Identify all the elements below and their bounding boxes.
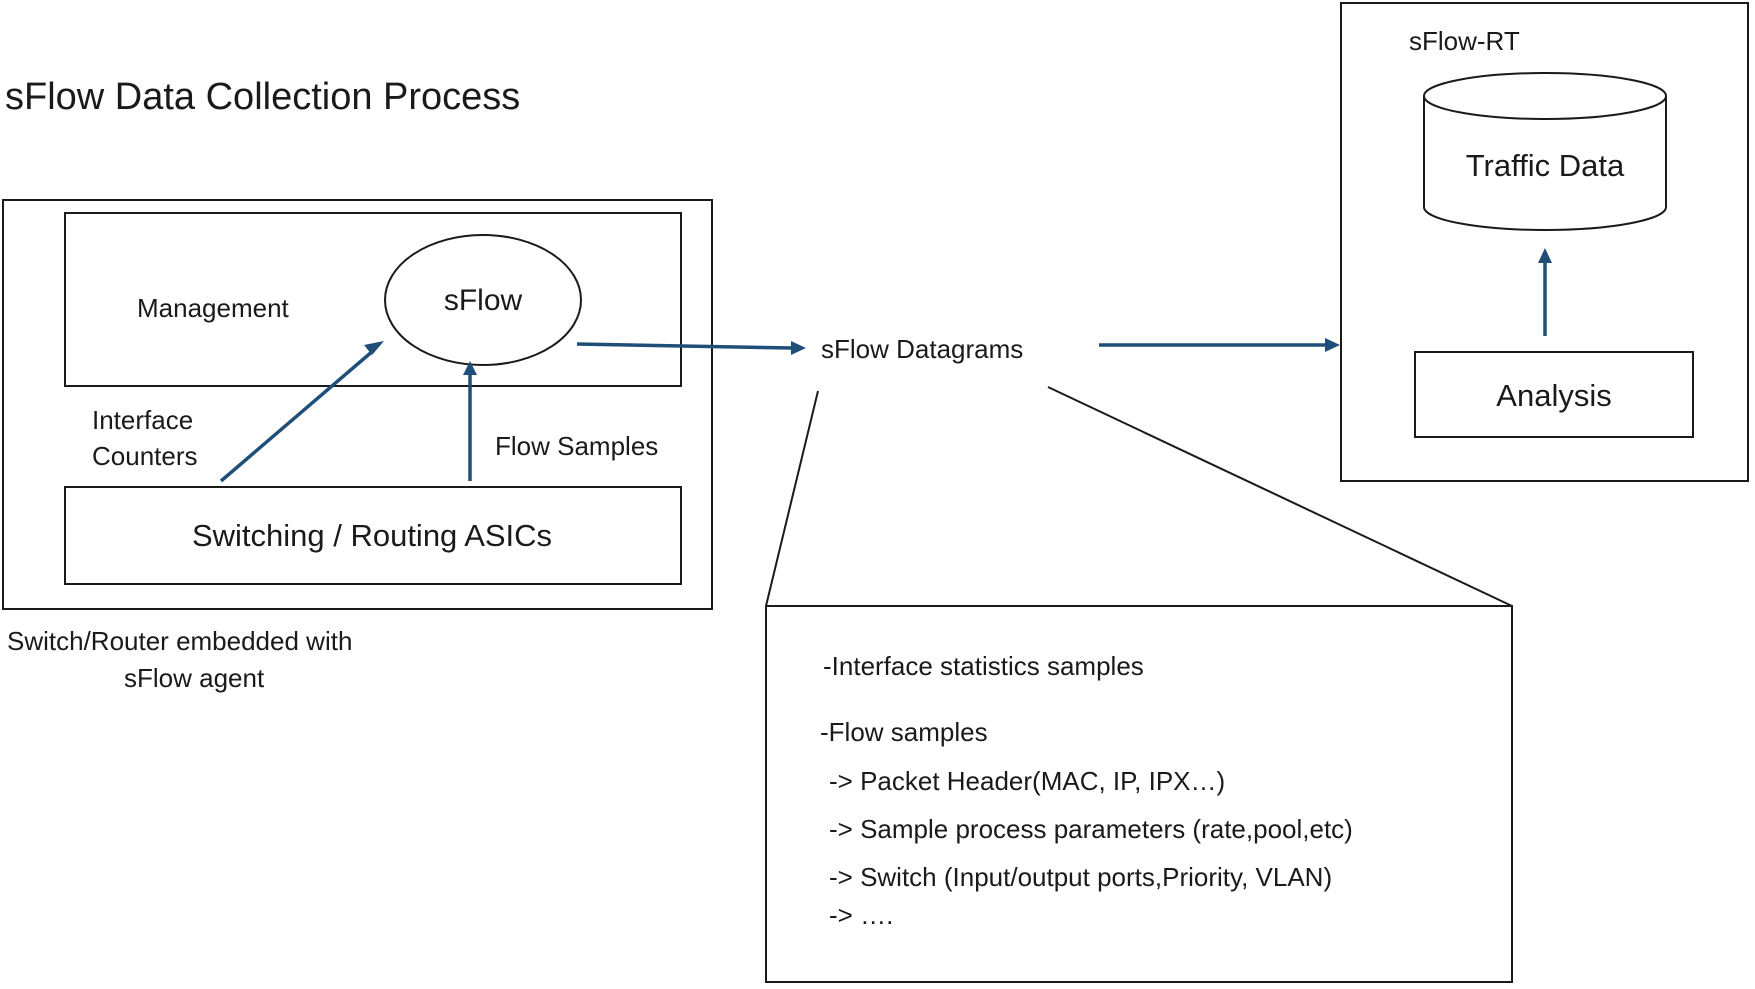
analysis-box [1414,351,1694,438]
sflow-ellipse [384,234,582,366]
interface-counters-label-line1: Interface [92,405,193,435]
page-title: sFlow Data Collection Process [5,76,520,118]
datagrams-group: sFlow Datagrams -Interface statistics sa… [576,334,1513,983]
sflow-rt-label: sFlow-RT [1409,26,1520,56]
management-label: Management [137,293,290,323]
traffic-data-label: Traffic Data [1466,148,1625,183]
flow-samples-arrowhead [463,361,477,375]
traffic-data-cylinder-icon [1423,72,1667,231]
asics-label: Switching / Routing ASICs [192,518,552,553]
datagram-item-more: -> …. [829,900,893,930]
asics-box [64,486,682,585]
analysis-to-traffic-arrowhead [1538,248,1552,263]
callout-line-right [1047,386,1513,607]
sflow-to-datagrams-arrowhead [791,341,806,355]
datagram-item-flow-samples: -Flow samples [820,717,988,747]
interface-counters-arrow [219,348,376,483]
switch-router-caption-line2: sFlow agent [124,663,265,693]
datagram-item-packet-header: -> Packet Header(MAC, IP, IPX…) [829,766,1225,796]
callout-line-left [765,390,819,607]
switch-router-caption-line1: Switch/Router embedded with [7,626,352,656]
datagram-item-sample-params: -> Sample process parameters (rate,pool,… [829,814,1353,844]
analysis-label: Analysis [1496,378,1611,413]
sflow-label: sFlow [444,284,523,317]
datagram-item-interface-stats: -Interface statistics samples [823,651,1144,681]
interface-counters-arrowhead [364,341,384,355]
datagrams-to-rt-arrowhead [1325,338,1340,352]
datagram-contents-box [765,605,1513,983]
sflow-rt-group: sFlow-RT Traffic Data Analysis [1340,2,1749,482]
datagrams-label: sFlow Datagrams [821,334,1023,364]
sflow-to-datagrams-arrow [576,342,793,350]
flow-samples-label: Flow Samples [495,431,658,461]
switch-router-group: Management sFlow Switching / Routing ASI… [2,199,713,693]
interface-counters-label-line2: Counters [92,441,198,471]
datagram-item-switch-info: -> Switch (Input/output ports,Priority, … [829,862,1332,892]
